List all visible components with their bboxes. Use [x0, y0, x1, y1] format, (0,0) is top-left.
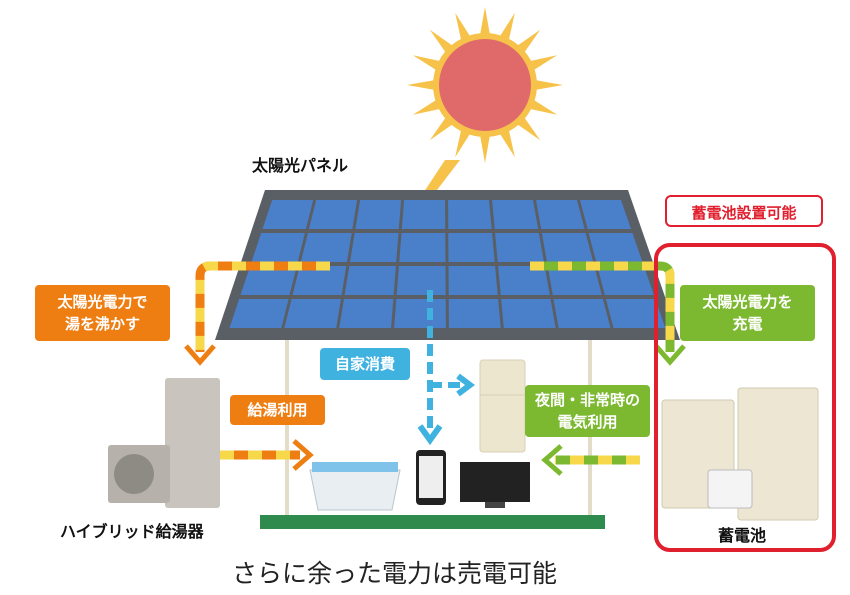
battery-image: [661, 387, 819, 521]
charge-line1: 太陽光電力を: [702, 293, 793, 311]
sun-ray: [516, 116, 541, 141]
solar-cell: [292, 266, 347, 295]
solar-cell: [448, 299, 501, 328]
solar-panel-grid: [229, 200, 666, 328]
solar-panel-label: 太陽光パネル: [252, 156, 349, 175]
solar-cell: [579, 200, 632, 229]
hot-water-use-label: 給湯利用: [230, 395, 325, 425]
boil-water-label: 太陽光電力で 湯を沸かす: [35, 285, 170, 341]
self-consumption-label: 自家消費: [320, 348, 410, 380]
solar-cell: [251, 233, 305, 262]
night-emergency-line1: 夜間・非常時の: [534, 391, 640, 409]
solar-cell: [355, 200, 402, 229]
solar-cell: [448, 233, 495, 262]
boil-water-line1: 太陽光電力で: [57, 293, 148, 311]
sun-ray: [429, 116, 454, 141]
boil-water-line2: 湯を沸かす: [64, 315, 140, 333]
solar-cell: [547, 266, 602, 295]
solar-cell: [495, 233, 544, 262]
battery-label: 蓄電池: [718, 526, 767, 545]
night-emergency-label: 夜間・非常時の 電気利用: [525, 385, 650, 437]
solar-cell: [501, 299, 556, 328]
sun-ray: [455, 12, 471, 41]
sun-ray: [407, 80, 436, 90]
solar-cell: [597, 266, 654, 295]
sun-ray: [516, 29, 541, 54]
sun-ray: [529, 55, 558, 71]
sun-ray: [412, 55, 441, 71]
sun-ray: [429, 29, 454, 54]
green-flow-arrow: [530, 261, 686, 476]
solar-cell: [300, 233, 352, 262]
battery-area-outline: [654, 243, 836, 552]
solar-cell: [536, 200, 585, 229]
solar-cell: [448, 266, 498, 295]
sun-icon: [407, 7, 563, 163]
solar-cell: [284, 299, 341, 328]
smartphone-image: [416, 450, 446, 505]
solar-cell: [229, 299, 289, 328]
sun-ray: [534, 80, 563, 90]
solar-cell: [396, 266, 446, 295]
sun-ray: [499, 12, 515, 41]
hybrid-heater-label: ハイブリッド給湯器: [60, 522, 204, 541]
charge-label: 太陽光電力を 充電: [680, 285, 815, 341]
solar-cell: [605, 299, 666, 328]
solar-cell: [541, 233, 594, 262]
house-base: [260, 515, 605, 529]
solar-cell: [399, 233, 446, 262]
sun-ray: [412, 99, 441, 115]
hybrid-water-heater-image: [108, 378, 220, 508]
sun-ray: [480, 7, 490, 36]
sun-ray: [480, 134, 490, 163]
blue-flow-arrow: [417, 290, 475, 446]
orange-flow-arrow: [184, 261, 330, 471]
solar-cell: [349, 233, 399, 262]
footer-text: さらに余った電力は売電可能: [232, 559, 558, 588]
solar-cell: [588, 233, 643, 262]
refrigerator-image: [479, 359, 526, 453]
solar-cell: [344, 266, 396, 295]
solar-cell: [240, 266, 297, 295]
solar-cell: [394, 299, 446, 328]
sun-ray: [529, 99, 558, 115]
tv-image: [460, 462, 530, 508]
sun-ray: [499, 129, 515, 158]
solar-cell: [553, 299, 611, 328]
solar-cell: [262, 200, 314, 229]
sun-ray: [455, 129, 471, 158]
night-emergency-line2: 電気利用: [557, 413, 618, 431]
battery-possible-badge: 蓄電池設置可能: [665, 195, 823, 227]
solar-cell: [308, 200, 358, 229]
solar-cell: [339, 299, 394, 328]
solar-cell: [492, 200, 539, 229]
bathtub-image: [309, 462, 401, 511]
solar-cell: [498, 266, 550, 295]
solar-cell: [401, 200, 446, 229]
charge-line2: 充電: [732, 315, 763, 333]
solar-cell: [448, 200, 492, 229]
